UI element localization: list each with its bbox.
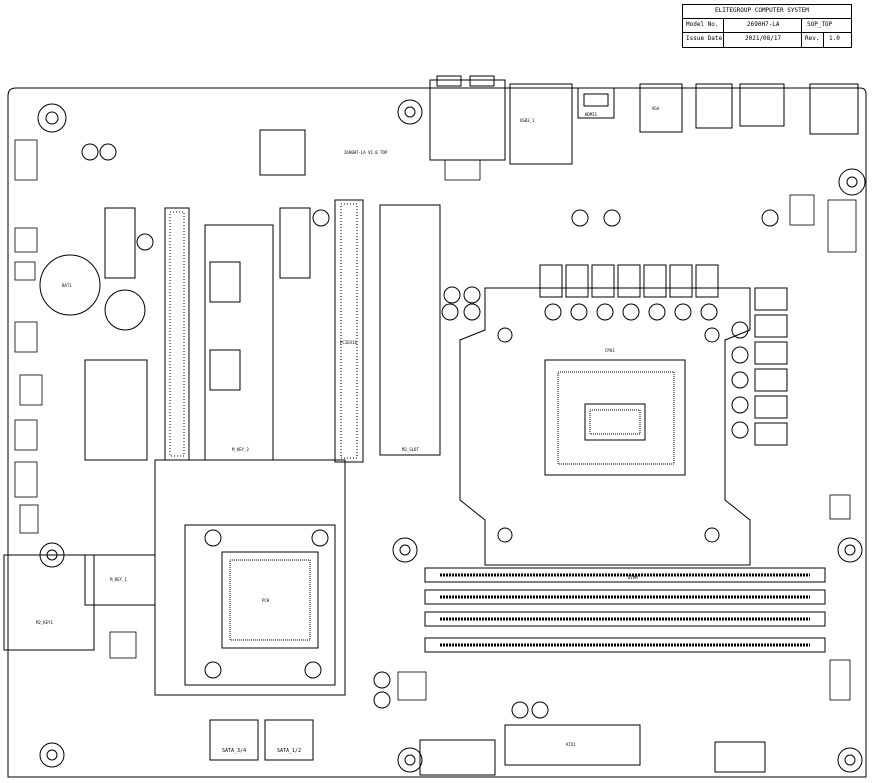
dimm-slots bbox=[424, 567, 826, 653]
sata-a-label: SATA_3/4 bbox=[222, 748, 247, 754]
pcie-slots bbox=[164, 199, 364, 463]
dimm-label: DIMM bbox=[628, 575, 638, 580]
rev-value: 1.0 bbox=[829, 35, 840, 42]
misc-components bbox=[14, 139, 857, 701]
usb-label: USB3_1 bbox=[520, 118, 535, 123]
m2-left-label: M_KEY_1 bbox=[110, 577, 127, 582]
issue-label: Issue Date bbox=[686, 35, 723, 42]
sheet-value: SOP_TOP bbox=[807, 21, 833, 28]
sata-b-label: SATA_1/2 bbox=[277, 748, 302, 754]
m2-bottom-label: M2_KEY1 bbox=[36, 620, 53, 625]
vga-label: VGA bbox=[652, 106, 660, 111]
model-value: 2690H7-LA bbox=[747, 21, 780, 28]
ics-left bbox=[104, 129, 311, 391]
pcie-label: PCIEX16 bbox=[340, 340, 357, 345]
io-shield-cutout bbox=[3, 554, 95, 651]
m2-slots bbox=[84, 204, 441, 606]
capacitors bbox=[81, 143, 779, 719]
pch-label: PCH bbox=[262, 598, 270, 603]
model-label: Model No. bbox=[686, 21, 719, 28]
vrm-chokes-right bbox=[731, 287, 788, 446]
mounting-holes bbox=[37, 99, 866, 773]
issue-value: 2021/08/17 bbox=[745, 35, 782, 42]
rev-label: Rev. bbox=[805, 35, 820, 42]
bottom-connectors bbox=[209, 719, 766, 776]
pch-area bbox=[154, 459, 346, 696]
board-note: 2690H7-LA V1.0 TOP bbox=[344, 150, 388, 155]
vrm-chokes-top bbox=[539, 264, 719, 321]
battery-label: BAT1 bbox=[62, 283, 72, 288]
cpu-socket bbox=[459, 287, 751, 566]
title-block: ELITEGROUP COMPUTER SYSTEM Model No. 269… bbox=[682, 4, 852, 48]
ssd-slot-label: M2_SLOT bbox=[402, 447, 419, 452]
board-outline bbox=[7, 87, 867, 778]
company-name: ELITEGROUP COMPUTER SYSTEM bbox=[715, 7, 809, 14]
rear-io-connectors bbox=[429, 75, 859, 165]
atx-label: ATX1 bbox=[566, 742, 576, 747]
cmos-battery bbox=[39, 254, 146, 331]
cpu-label: CPU1 bbox=[605, 348, 615, 353]
hdmi-label: HDMI1 bbox=[585, 112, 598, 117]
m2-top-label: M_KEY_2 bbox=[232, 447, 249, 452]
